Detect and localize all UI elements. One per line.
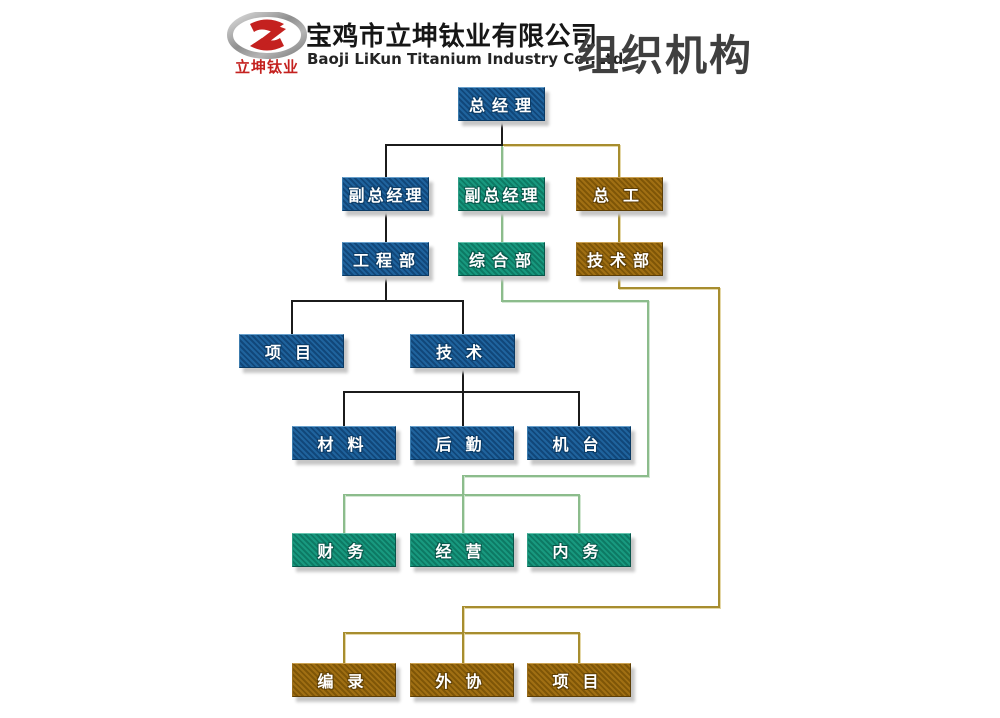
org-node-internal-affairs: 内务 — [527, 533, 631, 567]
connector-gold-rail-return — [462, 606, 720, 608]
connector-gold-to-rail — [618, 287, 720, 289]
org-node-machinery: 机台 — [527, 426, 631, 460]
org-node-general-affairs-dept: 综合部 — [458, 242, 545, 276]
org-node-project-tech: 项目 — [527, 663, 631, 697]
connector-black-gm-down — [501, 121, 503, 146]
org-node-deputy-gm-2: 副总经理 — [458, 177, 545, 211]
company-name-en: Baoji LiKun Titanium Industry Co.,Ltd. — [307, 50, 630, 68]
connector-green-rail-return — [462, 475, 649, 477]
org-node-material: 材料 — [292, 426, 396, 460]
connector-green-general-down — [501, 276, 503, 302]
connector-black-to-vgm1 — [385, 144, 387, 178]
org-node-general-manager: 总经理 — [458, 87, 545, 121]
logo-swirl-icon — [250, 19, 286, 51]
connector-black-to-machine — [578, 391, 580, 426]
connector-black-tech-split — [343, 391, 580, 393]
logo-ellipse-icon — [227, 11, 307, 59]
company-logo: 立坤钛业 — [226, 11, 308, 76]
org-node-logistics: 后勤 — [410, 426, 514, 460]
connector-gold-to-chiefeng — [618, 144, 620, 178]
org-node-outsourcing: 外协 — [410, 663, 514, 697]
connector-green-to-rail — [501, 300, 649, 302]
org-node-technology-dept: 技术部 — [576, 242, 663, 276]
connector-black-to-tech — [462, 300, 464, 334]
org-node-chief-engineer: 总工 — [576, 177, 663, 211]
org-node-deputy-gm-1: 副总经理 — [342, 177, 429, 211]
connector-gold-l1-split — [503, 144, 619, 146]
connector-green-to-finance — [343, 494, 345, 533]
connector-gold-to-record — [343, 632, 345, 663]
connector-black-to-material — [343, 391, 345, 426]
connector-black-l1-split — [385, 144, 503, 146]
org-node-project-eng: 项目 — [239, 334, 344, 368]
connector-gold-split — [343, 632, 580, 634]
connector-green-vgm2-to-general — [501, 211, 503, 242]
page-title: 组织机构 — [577, 31, 754, 80]
connector-black-tech-down — [462, 368, 464, 392]
connector-gold-rail — [718, 287, 720, 608]
org-node-recording: 编录 — [292, 663, 396, 697]
connector-green-to-vgm2 — [501, 146, 503, 177]
connector-gold-to-outsource — [462, 632, 464, 663]
connector-green-to-operation — [462, 494, 464, 533]
connector-black-to-project — [291, 300, 293, 334]
connector-gold-chiefeng-to-techdept — [618, 211, 620, 242]
org-node-operations: 经营 — [410, 533, 514, 567]
connector-gold-techdept-down — [618, 276, 620, 289]
connector-green-drop — [462, 475, 464, 496]
org-node-finance: 财务 — [292, 533, 396, 567]
connector-green-split — [343, 494, 580, 496]
logo-caption: 立坤钛业 — [234, 58, 299, 76]
connector-black-to-logistics — [462, 391, 464, 426]
connector-green-rail — [647, 300, 649, 477]
connector-black-eng-down — [385, 276, 387, 302]
connector-gold-to-project2 — [578, 632, 580, 663]
org-node-technical: 技术 — [410, 334, 515, 368]
connector-black-vgm1-to-eng — [385, 211, 387, 242]
org-node-engineering-dept: 工程部 — [342, 242, 429, 276]
company-name-cn: 宝鸡市立坤钛业有限公司 — [306, 22, 598, 52]
connector-gold-drop — [462, 606, 464, 634]
connector-green-to-internal — [578, 494, 580, 533]
connector-black-eng-split — [291, 300, 464, 302]
